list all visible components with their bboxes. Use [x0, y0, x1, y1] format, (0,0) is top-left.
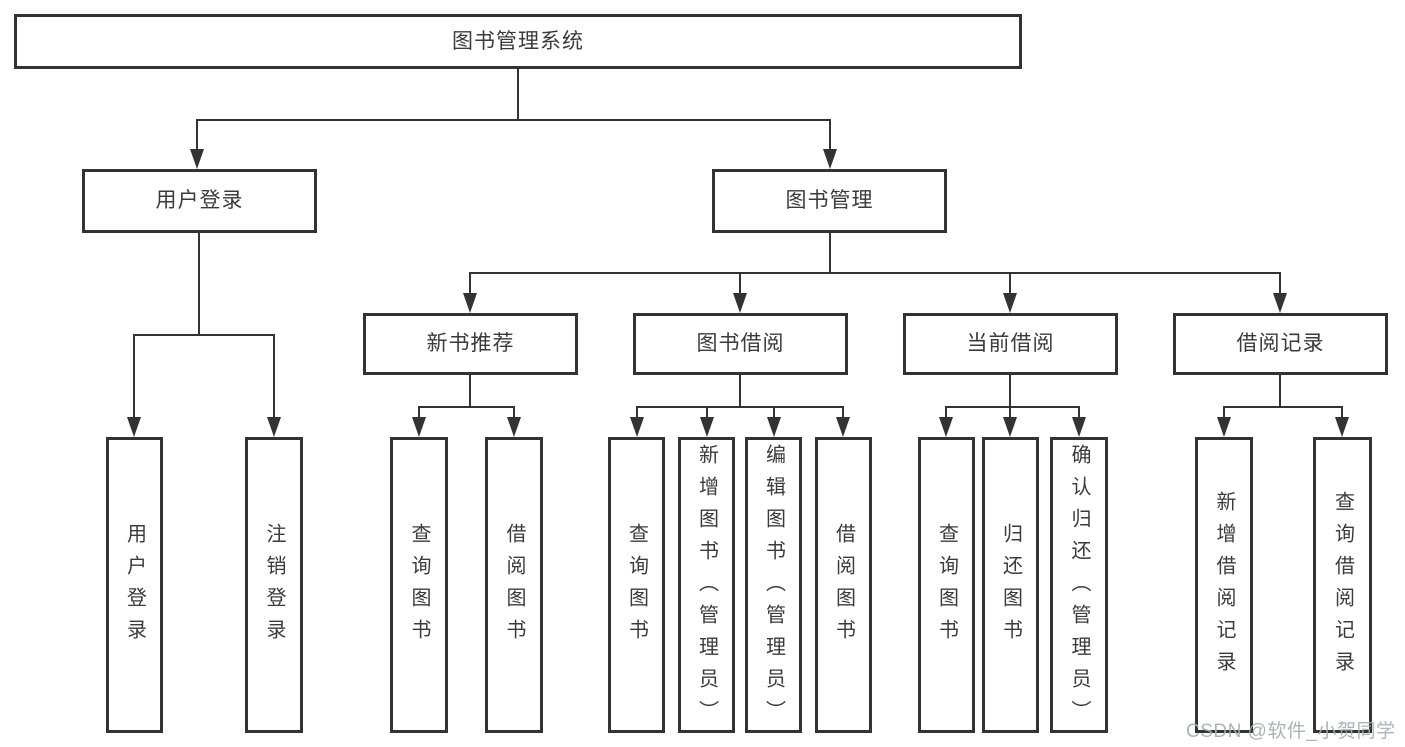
node-current-borrowing: 当前借阅: [903, 313, 1118, 375]
csdn-watermark: CSDN @软件_小贺同学: [1186, 721, 1396, 742]
leaf-edit-books-admin: 编辑图书（管理员）: [745, 437, 802, 733]
node-user-login: 用户登录: [82, 169, 317, 233]
node-new-book-recommend: 新书推荐: [363, 313, 578, 375]
leaf-borrow-books-1: 借阅图书: [485, 437, 543, 733]
leaf-query-books-2: 查询图书: [608, 437, 665, 733]
leaf-query-books-1: 查询图书: [390, 437, 448, 733]
node-book-management: 图书管理: [712, 169, 947, 233]
leaf-add-books-admin: 新增图书（管理员）: [678, 437, 735, 733]
arrowheads: [127, 149, 1349, 437]
leaf-confirm-return-admin: 确认归还（管理员）: [1050, 437, 1108, 733]
node-root: 图书管理系统: [14, 14, 1022, 69]
leaf-user-login: 用户登录: [106, 437, 163, 733]
node-book-borrowing: 图书借阅: [633, 313, 848, 375]
leaf-logout: 注销登录: [245, 437, 303, 733]
leaf-query-borrow-record: 查询借阅记录: [1313, 437, 1372, 733]
leaf-add-borrow-record: 新增借阅记录: [1195, 437, 1253, 733]
node-borrowing-records: 借阅记录: [1173, 313, 1388, 375]
leaf-return-books: 归还图书: [982, 437, 1039, 733]
leaf-query-books-3: 查询图书: [918, 437, 975, 733]
leaf-borrow-books-2: 借阅图书: [815, 437, 872, 733]
